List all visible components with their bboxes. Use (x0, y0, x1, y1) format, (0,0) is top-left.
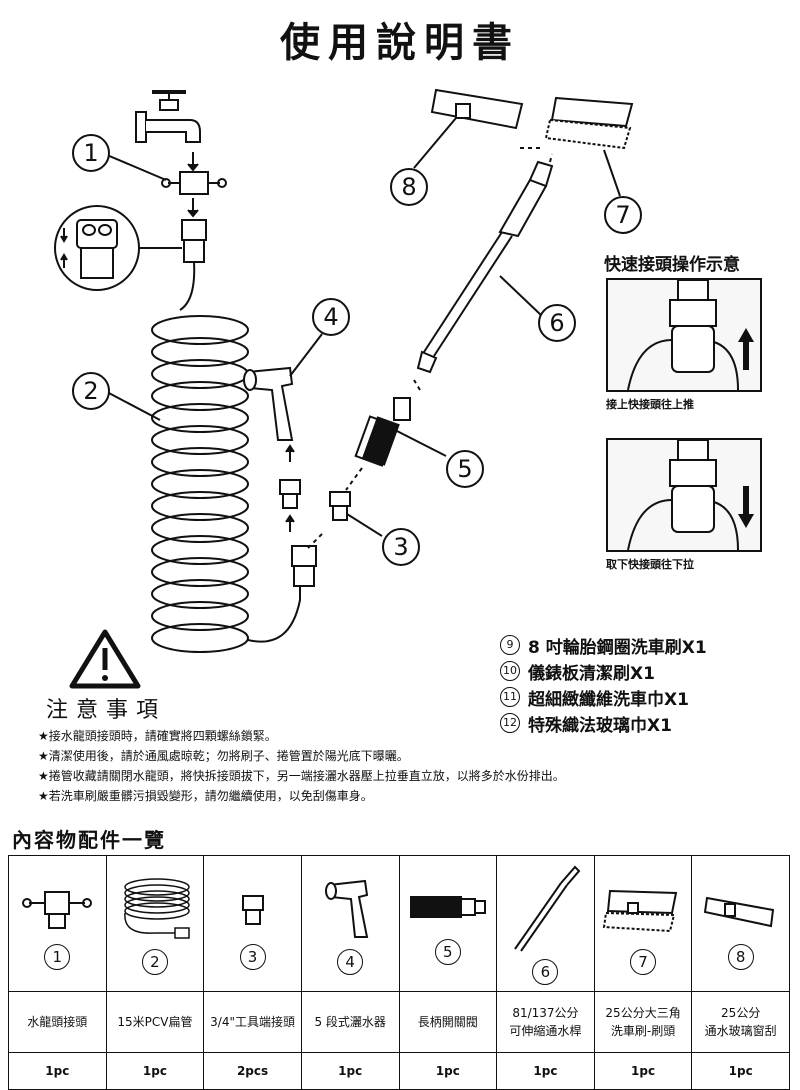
part-cell: 1 (8, 855, 107, 992)
part-number: 4 (337, 948, 364, 975)
accessory-item: 12 特殊織法玻璃巾X1 (500, 710, 707, 736)
part-number: 8 (727, 943, 754, 970)
spray-nozzle-icon (243, 366, 294, 441)
coiled-hose-icon (124, 877, 190, 939)
brush-head-icon (602, 889, 678, 932)
assembly-diagram (54, 88, 634, 689)
accessory-number: 9 (500, 635, 520, 655)
callout-8: 8 (390, 168, 428, 206)
arrow-up-icon (738, 328, 754, 342)
arrow-down-icon (738, 514, 754, 528)
notice-item: ★接水龍頭接頭時，請確實將四顆螺絲鎖緊。 (38, 729, 277, 743)
accessory-text: 8 吋輪胎鋼圈洗車刷X1 (528, 637, 707, 658)
page-title: 使用說明書 (280, 20, 520, 66)
part-cell: 3 (203, 855, 302, 992)
parts-image-row: 1 2 3 4 5 6 7 8 (8, 855, 790, 992)
part-cell: 2 (105, 855, 205, 992)
callout-4: 4 (312, 298, 350, 336)
t-connector-icon (161, 171, 227, 195)
accessory-number: 12 (500, 713, 520, 733)
part-quantity: 1pc (496, 1052, 595, 1090)
part-number: 1 (44, 943, 71, 970)
faucet-icon (135, 90, 201, 143)
warning-icon (69, 629, 141, 689)
accessory-list: 9 8 吋輪胎鋼圈洗車刷X1 10 儀錶板清潔刷X1 11 超細緻纖維洗車巾X1 12… (500, 632, 707, 736)
quick-connect-title: 快速接頭操作示意 (604, 255, 740, 275)
part-quantity: 1pc (105, 1052, 205, 1090)
valve-handle-icon (409, 895, 486, 918)
callout-1: 1 (72, 134, 110, 172)
notice-title: 注意事項 (46, 698, 167, 723)
parts-table: 1 2 3 4 5 6 7 8 水龍頭接頭 (8, 855, 790, 1090)
faucet-connector-icon (22, 890, 93, 929)
accessory-item: 10 儀錶板清潔刷X1 (500, 658, 707, 684)
part-number: 6 (532, 958, 559, 985)
telescopic-pole-icon (514, 865, 581, 952)
part-name: 15米PCV扁管 (105, 991, 205, 1053)
part-quantity: 1pc (8, 1052, 107, 1090)
part-name: 水龍頭接頭 (8, 991, 107, 1053)
accessory-item: 9 8 吋輪胎鋼圈洗車刷X1 (500, 632, 707, 658)
accessory-text: 超細緻纖維洗車巾X1 (528, 689, 689, 710)
part-cell: 8 (691, 855, 790, 992)
accessory-number: 11 (500, 687, 520, 707)
brush-head-icon (544, 96, 634, 150)
squeegee-icon (703, 896, 774, 927)
part-quantity: 1pc (398, 1052, 498, 1090)
part-number: 5 (434, 938, 461, 965)
notice-list: ★接水龍頭接頭時，請確實將四顆螺絲鎖緊。 ★清潔使用後，請於通風處晾乾；勿將刷子… (38, 726, 565, 806)
contents-title: 內容物配件一覽 (12, 828, 166, 852)
accessory-text: 特殊織法玻璃巾X1 (528, 715, 672, 736)
part-cell: 7 (593, 855, 693, 992)
push-caption: 接上快接頭往上推 (606, 398, 694, 411)
part-name: 25公分 通水玻璃窗刮 (691, 991, 790, 1053)
part-number: 7 (630, 948, 657, 975)
parts-qty-row: 1pc 1pc 2pcs 1pc 1pc 1pc 1pc 1pc (8, 1052, 790, 1090)
callout-5: 5 (446, 450, 484, 488)
part-number: 2 (141, 948, 168, 975)
accessory-text: 儀錶板清潔刷X1 (528, 663, 655, 684)
part-name: 長柄開關閥 (398, 991, 498, 1053)
notice-item: ★清潔使用後，請於通風處晾乾；勿將刷子、捲管置於陽光底下曝曬。 (38, 749, 409, 763)
part-quantity: 1pc (593, 1052, 693, 1090)
squeegee-icon (430, 88, 524, 130)
part-name: 3/4"工具端接頭 (203, 991, 302, 1053)
part-quantity: 2pcs (203, 1052, 302, 1090)
part-cell: 4 (300, 855, 400, 992)
callout-7: 7 (604, 196, 642, 234)
part-name: 25公分大三角 洗車刷-刷頭 (593, 991, 693, 1053)
accessory-item: 11 超細緻纖維洗車巾X1 (500, 684, 707, 710)
part-cell: 5 (398, 855, 498, 992)
notice-item: ★捲管收藏請關閉水龍頭，將快拆接頭拔下，另一端接灑水器壓上拉垂直立放，以將多於水… (38, 769, 565, 783)
callout-2: 2 (72, 372, 110, 410)
spray-nozzle-icon (325, 879, 369, 938)
valve-handle-icon (354, 397, 411, 467)
part-quantity: 1pc (300, 1052, 400, 1090)
part-quantity: 1pc (691, 1052, 790, 1090)
part-number: 3 (239, 943, 266, 970)
tool-connector-icon (241, 894, 264, 925)
parts-name-row: 水龍頭接頭 15米PCV扁管 3/4"工具端接頭 5 段式灑水器 長柄開關閥 8… (8, 991, 790, 1053)
telescopic-pole-icon (416, 160, 554, 374)
quick-connect-push-illustration (606, 278, 762, 392)
part-name: 81/137公分 可伸縮通水桿 (496, 991, 595, 1053)
part-cell: 6 (496, 855, 595, 992)
notice-item: ★若洗車刷嚴重髒污損毀變形，請勿繼續使用，以免刮傷車身。 (38, 789, 373, 803)
callout-3: 3 (382, 528, 420, 566)
accessory-number: 10 (500, 661, 520, 681)
pull-caption: 取下快接頭往下拉 (606, 558, 694, 571)
callout-6: 6 (538, 304, 576, 342)
part-name: 5 段式灑水器 (300, 991, 400, 1053)
quick-connect-pull-illustration (606, 438, 762, 552)
